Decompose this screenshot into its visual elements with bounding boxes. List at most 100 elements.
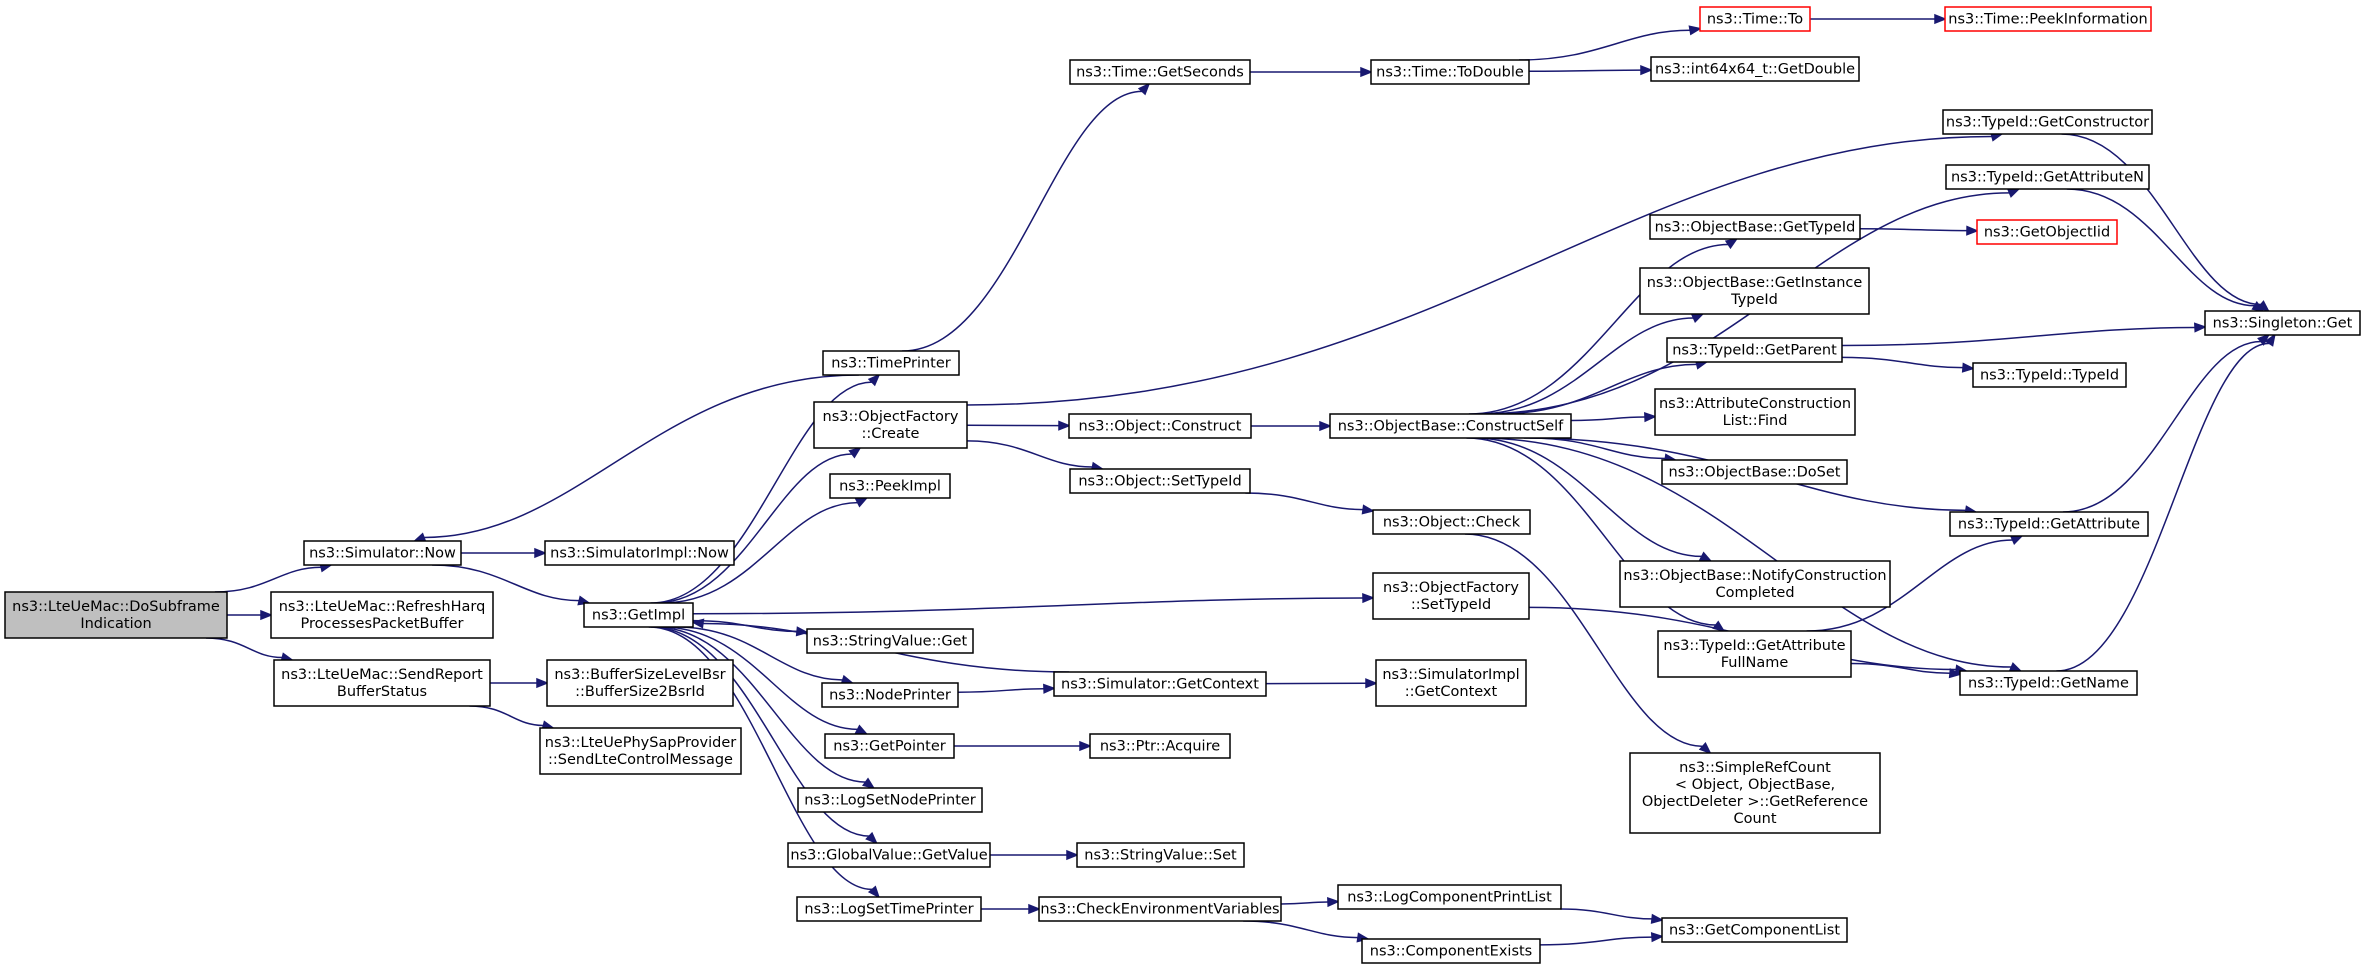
node-label: List::Find (1723, 413, 1788, 429)
node-label: ns3::GetImpl (592, 608, 685, 624)
node-sim-now[interactable]: ns3::Simulator::Now (303, 540, 462, 566)
node-time-todouble[interactable]: ns3::Time::ToDouble (1370, 59, 1530, 85)
node-ob-doset[interactable]: ns3::ObjectBase::DoSet (1661, 459, 1848, 485)
node-box (1337, 884, 1562, 910)
node-label: ns3::ObjectBase::GetTypeId (1655, 220, 1856, 236)
node-label: ns3::TypeId::GetParent (1672, 343, 1837, 359)
node-label: ns3::LogSetTimePrinter (804, 902, 973, 918)
node-stringvalue-set[interactable]: ns3::StringValue::Set (1076, 842, 1245, 868)
node-stringvalue-get[interactable]: ns3::StringValue::Get (806, 628, 974, 654)
node-label: ns3::Time::PeekInformation (1948, 12, 2147, 28)
node-box (1944, 6, 2152, 32)
node-box (270, 591, 494, 639)
edge-sim-now-to-simimpl-now (461, 547, 548, 559)
edge-send-report-to-bsr (489, 677, 550, 689)
node-label: TypeId (1730, 292, 1778, 308)
node-ob-notify[interactable]: ns3::ObjectBase::NotifyConstructionCompl… (1619, 560, 1891, 608)
node-nodeprinter[interactable]: ns3::NodePrinter (821, 682, 959, 708)
node-of-settypeid[interactable]: ns3::ObjectFactory::SetTypeId (1372, 572, 1530, 620)
node-obj-construct[interactable]: ns3::Object::Construct (1068, 413, 1252, 439)
node-logcomponentprintlist[interactable]: ns3::LogComponentPrintList (1337, 884, 1562, 910)
node-time-peekinformation[interactable]: ns3::Time::PeekInformation (1944, 6, 2152, 32)
node-label: FullName (1721, 655, 1789, 671)
node-singleton-get[interactable]: ns3::Singleton::Get (2204, 310, 2361, 336)
node-logsettimeprinter[interactable]: ns3::LogSetTimePrinter (796, 896, 982, 922)
node-gv-getvalue[interactable]: ns3::GlobalValue::GetValue (787, 842, 991, 868)
node-tid-getconstructor[interactable]: ns3::TypeId::GetConstructor (1942, 109, 2153, 135)
node-label: ns3::GetObjectIid (1984, 225, 2110, 241)
node-of-create[interactable]: ns3::ObjectFactory::Create (813, 401, 968, 449)
node-logsetnodeprinter[interactable]: ns3::LogSetNodePrinter (797, 787, 983, 813)
edge-obj-settypeid-to-obj-check (1245, 492, 1375, 515)
node-label: ns3::SimpleRefCount (1679, 760, 1831, 776)
node-time-to[interactable]: ns3::Time::To (1699, 6, 1811, 32)
node-simimpl-getcontext[interactable]: ns3::SimulatorImpl::GetContext (1375, 659, 1527, 707)
node-sendlte[interactable]: ns3::LteUePhySapProvider::SendLteControl… (539, 727, 742, 775)
edge-checkenv-to-componentexists (1243, 920, 1370, 943)
node-box (1629, 752, 1881, 834)
node-label: ::GetContext (1405, 684, 1498, 700)
node-ob-constructself[interactable]: ns3::ObjectBase::ConstructSelf (1329, 413, 1572, 439)
node-box (1661, 459, 1848, 485)
node-getimpl[interactable]: ns3::GetImpl (583, 602, 694, 628)
node-int64-getdouble[interactable]: ns3::int64x64_t::GetDouble (1650, 56, 1860, 82)
edge-tid-getparent-to-tid-typeid (1841, 356, 1976, 373)
edge-time-todouble-to-time-to (1519, 25, 1702, 61)
node-label: ns3::StringValue::Get (813, 634, 968, 650)
edge-timeprinter-to-sim-now (412, 374, 859, 543)
node-label: ns3::ComponentExists (1370, 944, 1533, 960)
node-refresh-harq[interactable]: ns3::LteUeMac::RefreshHarqProcessesPacke… (270, 591, 494, 639)
node-box (544, 540, 735, 566)
node-tid-getattributen[interactable]: ns3::TypeId::GetAttributeN (1945, 164, 2150, 190)
node-ob-gettypeid[interactable]: ns3::ObjectBase::GetTypeId (1649, 214, 1861, 240)
node-simimpl-now[interactable]: ns3::SimulatorImpl::Now (544, 540, 735, 566)
node-label: ns3::ObjectFactory (823, 409, 959, 425)
node-label: ns3::Time::GetSeconds (1076, 65, 1244, 81)
node-obj-check[interactable]: ns3::Object::Check (1372, 509, 1531, 535)
edge-getimpl-to-logsettimeprinter (648, 626, 881, 899)
node-getcomponentlist[interactable]: ns3::GetComponentList (1661, 917, 1848, 943)
node-checkenv[interactable]: ns3::CheckEnvironmentVariables (1038, 896, 1282, 922)
node-getobjectiid[interactable]: ns3::GetObjectIid (1976, 219, 2118, 245)
node-peekimpl[interactable]: ns3::PeekImpl (829, 473, 951, 499)
node-sim-getcontext[interactable]: ns3::Simulator::GetContext (1053, 671, 1267, 697)
node-box (1972, 362, 2127, 388)
edge-tid-getparent-to-singleton-get (1841, 322, 2208, 347)
node-box (1949, 511, 2149, 537)
node-label: ns3::SimulatorImpl::Now (550, 546, 729, 562)
edge-getimpl-to-of-settypeid (692, 592, 1376, 615)
node-simplerefcount[interactable]: ns3::SimpleRefCount< Object, ObjectBase,… (1629, 752, 1881, 834)
node-label: ns3::LteUeMac::DoSubframe (12, 599, 220, 615)
node-tid-getparent[interactable]: ns3::TypeId::GetParent (1666, 337, 1843, 363)
node-obj-settypeid[interactable]: ns3::Object::SetTypeId (1069, 468, 1251, 494)
edge-time-getseconds-to-time-todouble (1250, 66, 1374, 78)
edge-nodeprinter-to-sim-getcontext (957, 683, 1057, 694)
node-getpointer[interactable]: ns3::GetPointer (824, 733, 955, 759)
node-componentexists[interactable]: ns3::ComponentExists (1361, 938, 1541, 964)
edge-time-todouble-to-int64-getdouble (1528, 65, 1654, 76)
node-timeprinter[interactable]: ns3::TimePrinter (822, 350, 960, 376)
node-tid-getattribute[interactable]: ns3::TypeId::GetAttribute (1949, 511, 2149, 537)
node-tid-getname[interactable]: ns3::TypeId::GetName (1959, 670, 2138, 696)
node-label: ns3::SimulatorImpl (1382, 667, 1519, 683)
node-ptr-acquire[interactable]: ns3::Ptr::Acquire (1089, 733, 1231, 759)
node-tid-typeid[interactable]: ns3::TypeId::TypeId (1972, 362, 2127, 388)
node-label: ns3::BufferSizeLevelBsr (554, 667, 725, 683)
node-label: ns3::ObjectBase::GetInstance (1647, 275, 1863, 291)
node-label: ns3::ObjectBase::NotifyConstruction (1623, 568, 1886, 584)
edge-send-report-to-sendlte (469, 705, 556, 731)
node-box (273, 659, 491, 707)
node-box (1699, 6, 1811, 32)
node-box (796, 896, 982, 922)
node-box (822, 350, 960, 376)
node-box (1945, 164, 2150, 190)
node-box (813, 401, 968, 449)
node-bsr[interactable]: ns3::BufferSizeLevelBsr::BufferSize2BsrI… (546, 659, 734, 707)
node-label: ns3::NodePrinter (829, 688, 951, 704)
edge-ob-gettypeid-to-getobjectiid (1859, 225, 1980, 236)
node-time-getseconds[interactable]: ns3::Time::GetSeconds (1069, 59, 1251, 85)
